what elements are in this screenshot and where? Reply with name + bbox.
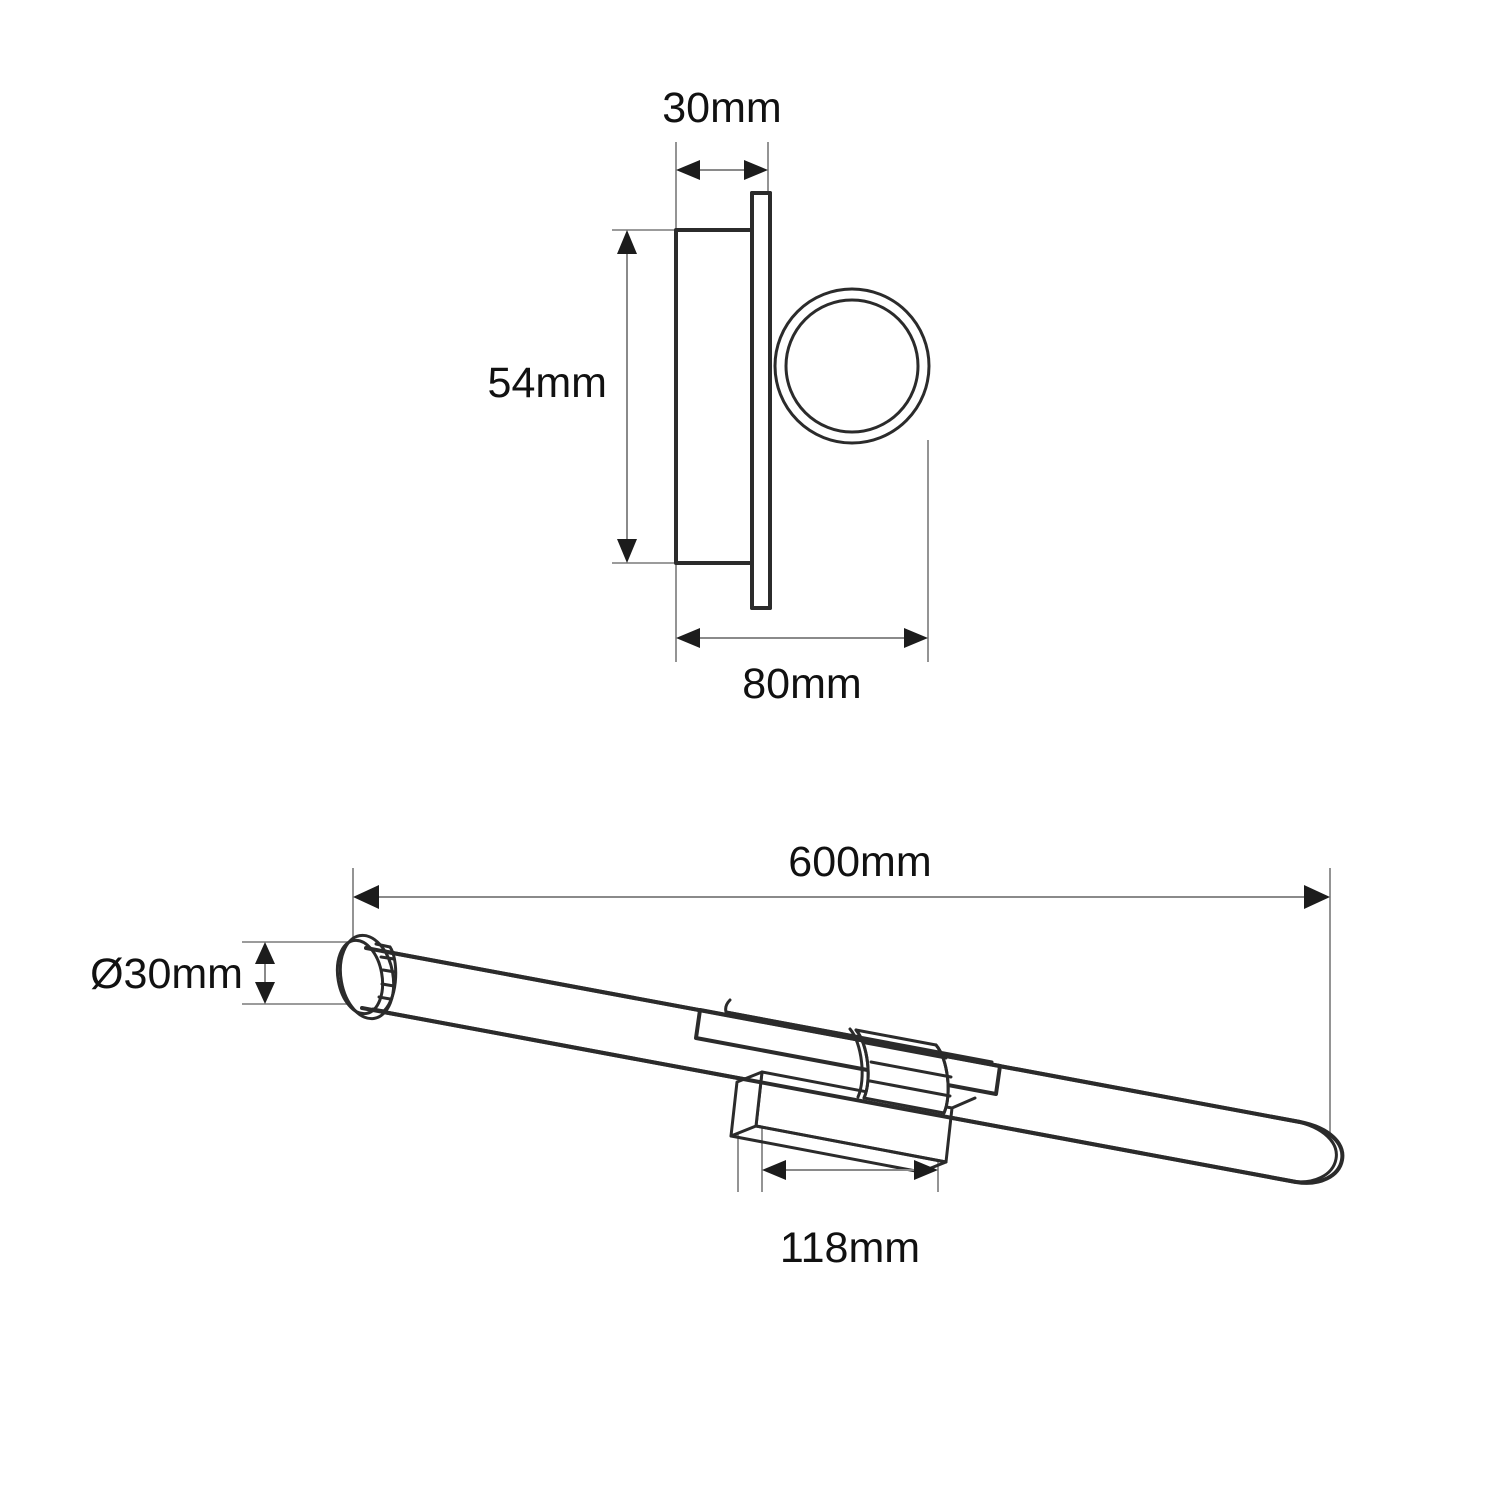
rib-line-3 (381, 968, 397, 974)
dim-dia30-label: Ø30mm (90, 950, 243, 998)
dim-80mm-arrow-right (904, 628, 928, 648)
rib-line-1 (374, 942, 392, 949)
dim-118mm-arrow-left (762, 1160, 786, 1180)
collar-left-rim-inner (848, 1027, 864, 1099)
tube-diffuser-seam-span (724, 1010, 862, 1039)
tube-left-end-cap-group (335, 933, 398, 1021)
rib-line-2 (379, 955, 396, 961)
bracket-rear-top-edge (950, 1096, 977, 1110)
dim-54mm-arrow-bottom (617, 539, 637, 563)
dimension-80mm: 80mm (676, 628, 928, 708)
dimension-54mm: 54mm (488, 230, 637, 563)
rib-line-5 (377, 995, 392, 1001)
bracket-bottom-edge (754, 1124, 948, 1164)
backplate-housing-body (674, 228, 756, 565)
dim-30mm-label: 30mm (662, 84, 781, 132)
tube-right-end-cap (1294, 1120, 1344, 1185)
lamp-head-outer-circle (773, 287, 931, 445)
dimension-30mm: 30mm (662, 84, 782, 180)
tube-edge-continuity (360, 946, 1302, 1184)
tube-left-end-inner-ellipse (335, 938, 385, 1016)
rib-line-4 (380, 982, 396, 988)
dim-dia30-arrow-bottom (255, 982, 275, 1004)
tube-top-edge (364, 946, 1302, 1124)
dim-600mm-arrow-right (1304, 885, 1330, 909)
dim-dia30-arrow-top (255, 942, 275, 964)
dim-54mm-arrow-top (617, 230, 637, 254)
dim-54mm-label: 54mm (488, 359, 607, 407)
dim-80mm-label: 80mm (742, 660, 861, 708)
facet-line-3 (868, 1079, 952, 1098)
tube-bottom-edge (360, 1006, 1298, 1184)
dimension-600mm: 600mm (353, 838, 1330, 909)
lamp-head-inner-circle (784, 298, 920, 434)
dim-30mm-arrow-left (676, 160, 700, 180)
dim-80mm-arrow-left (676, 628, 700, 648)
tube-right-end-cap-inner (1288, 1119, 1338, 1184)
dimension-118mm: 118mm (762, 1160, 938, 1272)
wall-mount-plate-overlay (750, 191, 772, 610)
dim-600mm-label: 600mm (788, 838, 931, 886)
dim-30mm-arrow-right (744, 160, 768, 180)
side-view-group: 30mm 54mm 80mm (488, 84, 931, 708)
perspective-view-group: 600mm Ø30mm 118mm (90, 838, 1345, 1272)
facet-line-2 (869, 1060, 953, 1079)
dimension-diameter-30mm: Ø30mm (90, 942, 275, 1004)
dim-600mm-arrow-left (353, 885, 379, 909)
dim-118mm-arrow-right (914, 1160, 938, 1180)
collar-left-rim (854, 1028, 870, 1100)
dim-118mm-label: 118mm (780, 1224, 920, 1272)
collar-right-rim (934, 1043, 950, 1115)
